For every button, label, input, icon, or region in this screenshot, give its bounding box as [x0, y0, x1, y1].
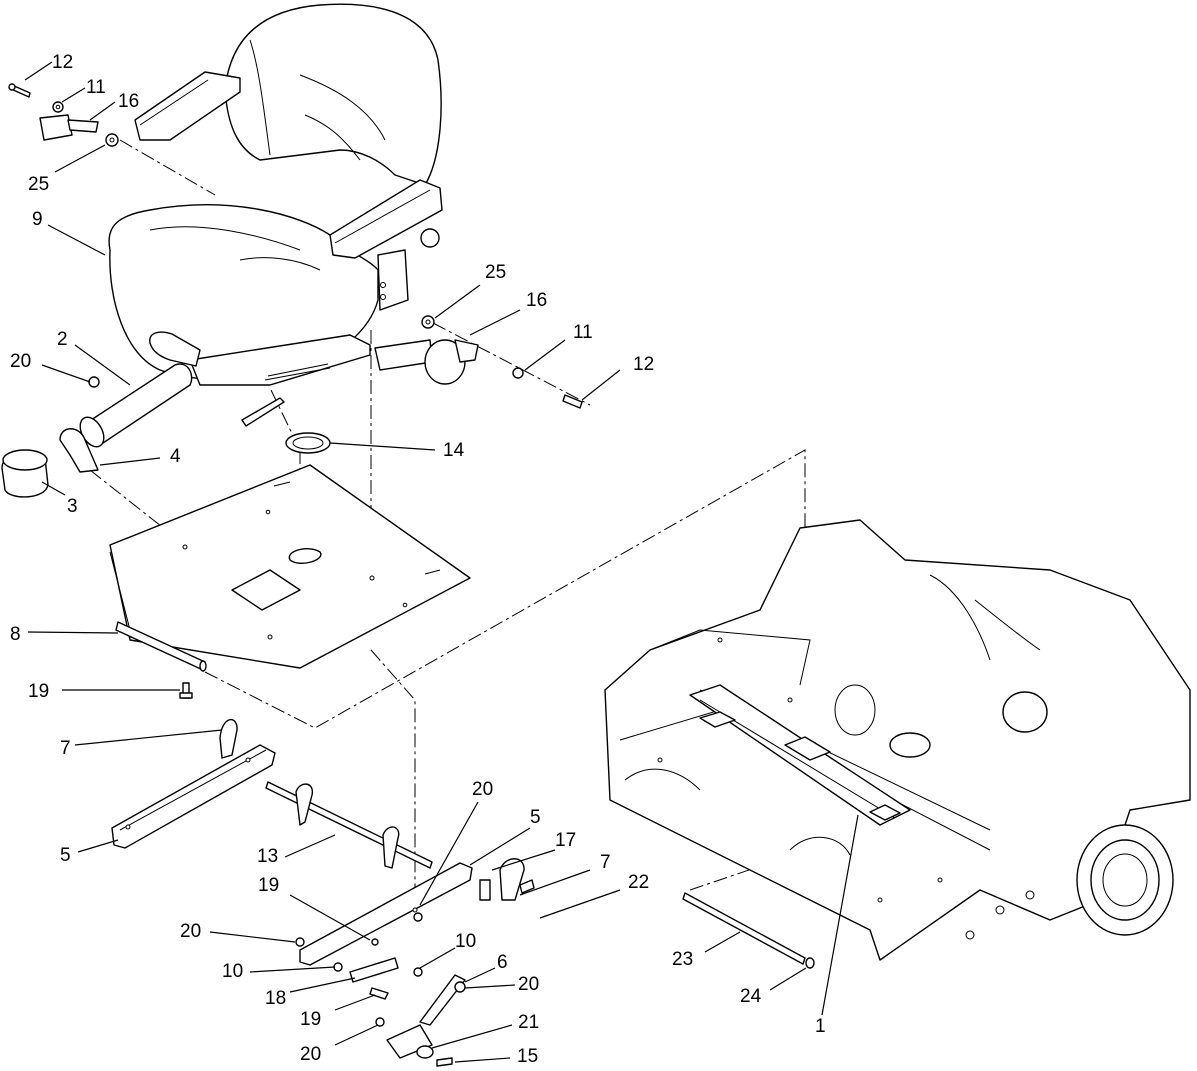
callout-12: 12: [52, 52, 73, 73]
callout-20: 20: [518, 974, 539, 995]
callout-20: 20: [472, 779, 493, 800]
tractor-frame: [604, 519, 1191, 969]
callout-23: 23: [672, 949, 693, 970]
callout-5: 5: [60, 845, 71, 866]
callout-19: 19: [28, 681, 49, 702]
switch-tube-parts: [1, 363, 193, 498]
callout-22: 22: [628, 872, 649, 893]
seat-assembly: [108, 3, 443, 427]
callout-16: 16: [526, 290, 547, 311]
seat-linkage: [111, 719, 535, 1067]
callout-11: 11: [86, 77, 106, 98]
callout-15: 15: [517, 1046, 538, 1067]
callout-12: 12: [633, 354, 654, 375]
seatbelt-left: [8, 83, 119, 147]
callout-8: 8: [10, 624, 21, 645]
callout-9: 9: [32, 209, 43, 230]
callout-21: 21: [518, 1012, 539, 1033]
callout-3: 3: [67, 496, 78, 517]
leader-lines: [24, 61, 859, 1063]
callout-24: 24: [740, 986, 762, 1007]
callout-1: 1: [815, 1016, 826, 1037]
callout-5: 5: [530, 807, 541, 828]
callout-10: 10: [222, 961, 243, 982]
callout-13: 13: [257, 846, 278, 867]
seat-plate: [109, 464, 471, 699]
callout-7: 7: [600, 852, 611, 873]
callout-4: 4: [170, 446, 181, 467]
callout-20: 20: [10, 351, 31, 372]
callout-19: 19: [300, 1009, 321, 1030]
isolator-ring: [285, 432, 331, 454]
callout-2: 2: [57, 329, 68, 350]
callout-6: 6: [497, 952, 508, 973]
callout-18: 18: [265, 988, 286, 1009]
callout-10: 10: [455, 931, 476, 952]
callout-25: 25: [485, 262, 506, 283]
callout-labels: 12 11 16 25 9 25 16 11 12 2 20 4 3 14 8 …: [10, 52, 826, 1067]
callout-25: 25: [28, 174, 49, 195]
callout-17: 17: [555, 830, 576, 851]
callout-16: 16: [118, 91, 139, 112]
callout-20: 20: [300, 1044, 321, 1065]
callout-11: 11: [573, 322, 593, 343]
callout-14: 14: [443, 440, 465, 461]
callout-20: 20: [180, 921, 201, 942]
callout-19: 19: [258, 875, 279, 896]
callout-7: 7: [60, 738, 71, 759]
seatbelt-right: [374, 315, 583, 409]
